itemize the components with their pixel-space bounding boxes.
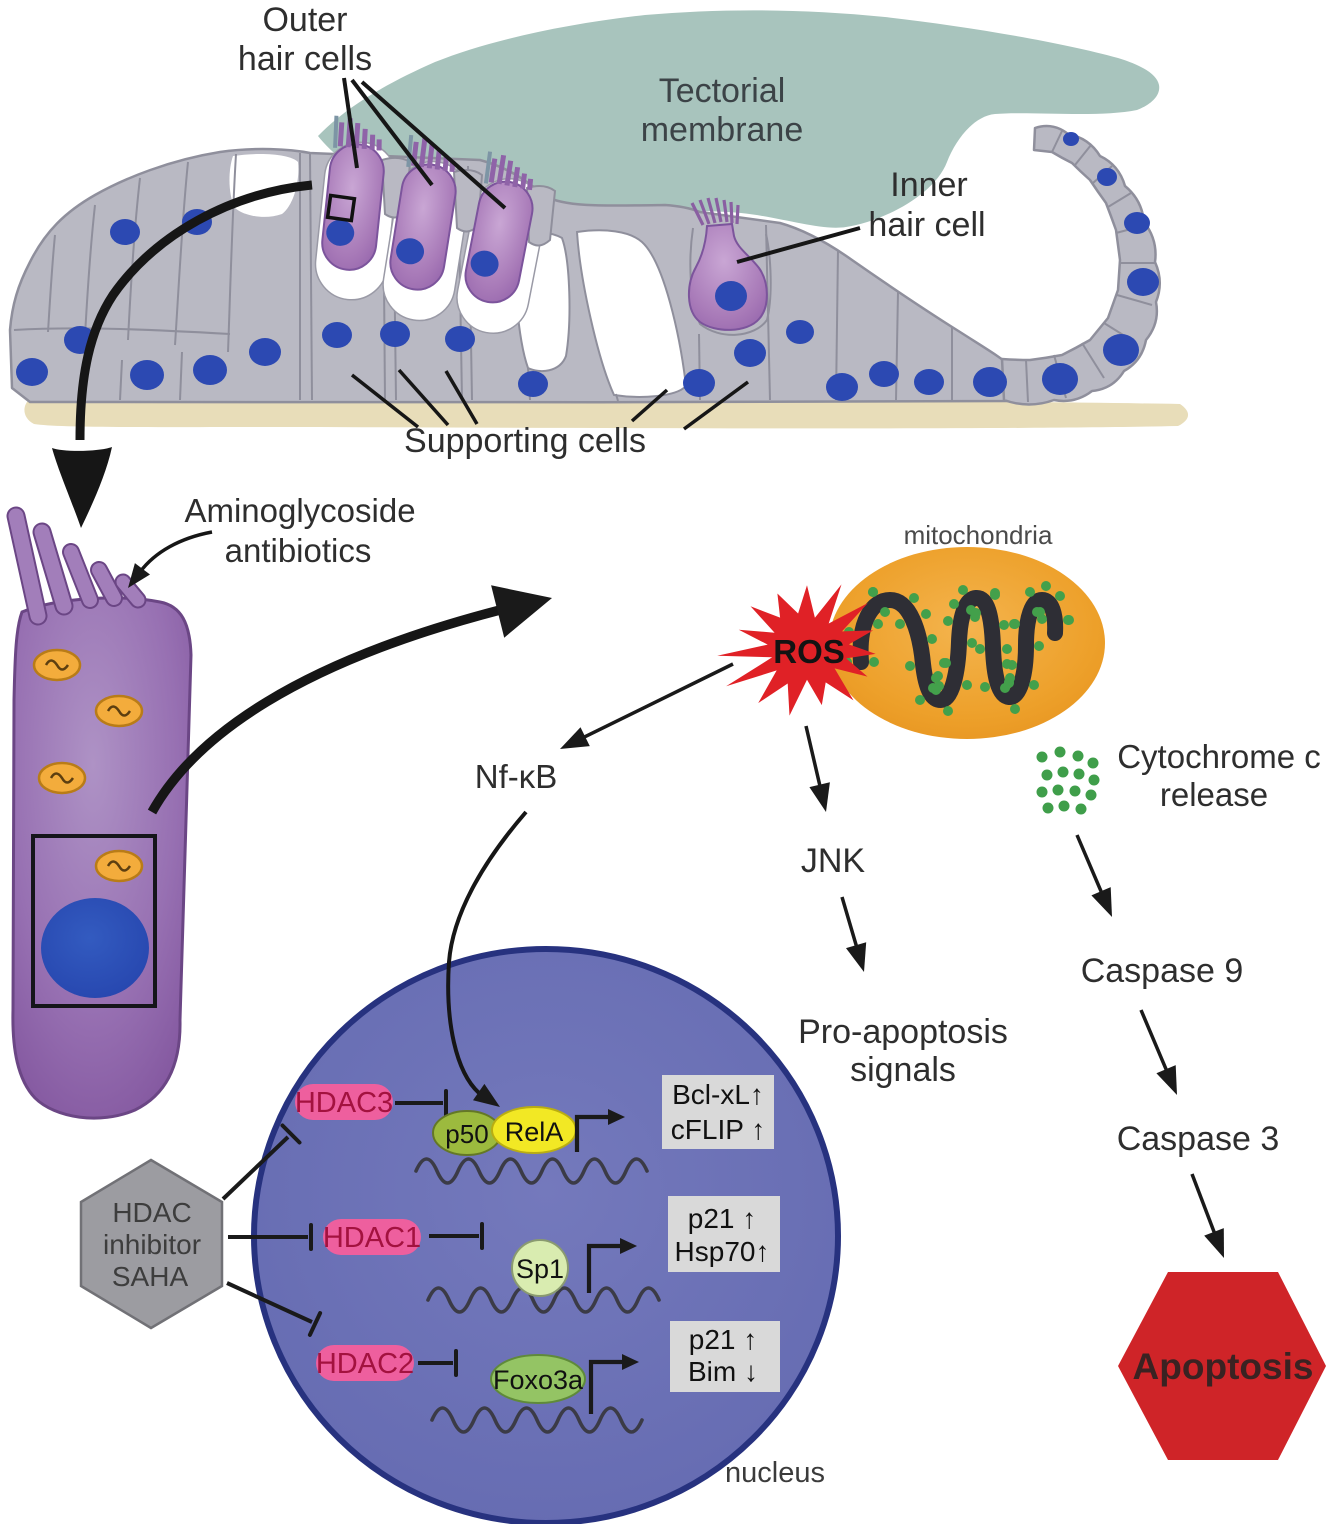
svg-text:RelA: RelA [505,1117,564,1147]
svg-text:Sp1: Sp1 [516,1254,564,1284]
svg-text:p21 ↑: p21 ↑ [689,1324,758,1355]
svg-text:Bim ↓: Bim ↓ [688,1356,758,1387]
svg-text:Bcl-xL↑: Bcl-xL↑ [672,1079,764,1110]
svg-text:Apoptosis: Apoptosis [1133,1346,1314,1387]
svg-text:p50: p50 [445,1119,488,1149]
svg-text:signals: signals [850,1051,956,1089]
svg-text:Tectorial: Tectorial [659,72,786,110]
svg-text:ROS: ROS [773,633,845,670]
svg-text:HDAC1: HDAC1 [323,1222,421,1254]
svg-text:HDAC3: HDAC3 [295,1087,393,1119]
svg-text:SAHA: SAHA [112,1261,189,1292]
svg-text:Outer: Outer [262,1,347,39]
svg-text:Inner: Inner [890,166,968,204]
svg-text:Caspase 3: Caspase 3 [1117,1120,1280,1158]
svg-text:membrane: membrane [641,111,804,149]
svg-text:Nf-κB: Nf-κB [475,758,558,795]
svg-text:p21 ↑: p21 ↑ [688,1203,757,1234]
svg-text:mitochondria: mitochondria [904,520,1053,550]
svg-text:Hsp70↑: Hsp70↑ [675,1236,770,1267]
svg-text:HDAC2: HDAC2 [316,1348,414,1380]
svg-text:Cytochrome c: Cytochrome c [1117,738,1321,775]
svg-text:JNK: JNK [801,842,866,880]
svg-text:inhibitor: inhibitor [103,1229,201,1260]
svg-text:HDAC: HDAC [112,1197,191,1228]
svg-text:antibiotics: antibiotics [225,532,372,569]
svg-text:nucleus: nucleus [725,1457,825,1489]
svg-text:release: release [1160,776,1268,813]
svg-text:Aminoglycoside: Aminoglycoside [184,492,415,529]
svg-text:Pro-apoptosis: Pro-apoptosis [798,1013,1008,1051]
svg-text:hair cells: hair cells [238,40,372,78]
svg-text:Supporting cells: Supporting cells [404,422,646,460]
svg-text:hair cell: hair cell [868,206,985,244]
svg-text:cFLIP ↑: cFLIP ↑ [671,1114,765,1145]
svg-text:Foxo3a: Foxo3a [493,1365,584,1395]
svg-text:Caspase 9: Caspase 9 [1081,952,1244,990]
